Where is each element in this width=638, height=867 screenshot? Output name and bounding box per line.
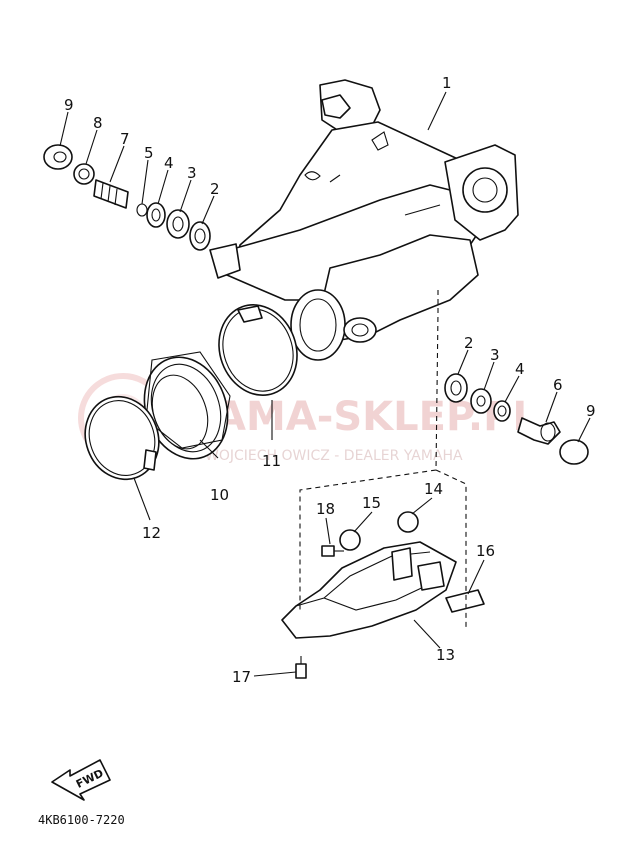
callout-11: 11 [262,452,281,470]
swingarm-part-1 [209,79,519,361]
callout-14: 14 [424,480,443,498]
part-18-screw [321,545,344,557]
part-13-chain-guard [281,541,457,639]
callout-17: 17 [232,668,251,686]
callout-2-right: 2 [464,334,474,352]
part-16-pad [445,589,485,613]
callout-9-right: 9 [586,402,596,420]
callout-3-left: 3 [187,164,197,182]
callout-2-left: 2 [210,180,220,198]
callout-18: 18 [316,500,335,518]
part-14-damper [397,511,419,533]
callout-1: 1 [442,74,452,92]
part-6-bolt [517,417,561,445]
part-9-cap-right [559,439,589,465]
part-12-clamp [84,395,160,481]
callout-6: 6 [553,376,563,394]
alignment-lines [299,290,467,628]
part-10-boot [143,351,231,460]
part-7-shaft [93,179,129,209]
callouts: 1 9 8 7 5 4 3 2 2 3 4 6 9 10 11 12 13 14… [64,74,596,686]
part-3-bearing-left [166,209,190,239]
callout-9-left: 9 [64,96,74,114]
callout-12: 12 [142,524,161,542]
part-2-seal-left [189,221,211,251]
part-15-damper [339,529,361,551]
callout-13: 13 [436,646,455,664]
part-8-seal-left [73,163,95,185]
part-3-bearing-right [470,388,492,414]
callout-15: 15 [362,494,381,512]
callout-7: 7 [120,130,130,148]
part-11-band [218,304,298,396]
callout-10: 10 [210,486,229,504]
callout-5: 5 [144,144,154,162]
part-2-seal-right [444,373,468,403]
part-17-bolt [295,656,307,679]
part-5-circlip [136,203,148,217]
part-4-bearing-left [146,202,166,228]
callout-16: 16 [476,542,495,560]
part-9-cap-left [43,144,73,170]
watermark-subtext: WOJCIECH OWICZ - DEALER YAMAHA [205,448,463,464]
leader-lines [59,91,591,677]
part-4-bearing-right [493,400,511,422]
callout-4-left: 4 [164,154,174,172]
callout-4-right: 4 [515,360,525,378]
callout-3-right: 3 [490,346,500,364]
fwd-arrow-icon: FWD [51,759,111,801]
callout-8: 8 [93,114,103,132]
diagram-part-code: 4KB6100-7220 [38,813,125,827]
